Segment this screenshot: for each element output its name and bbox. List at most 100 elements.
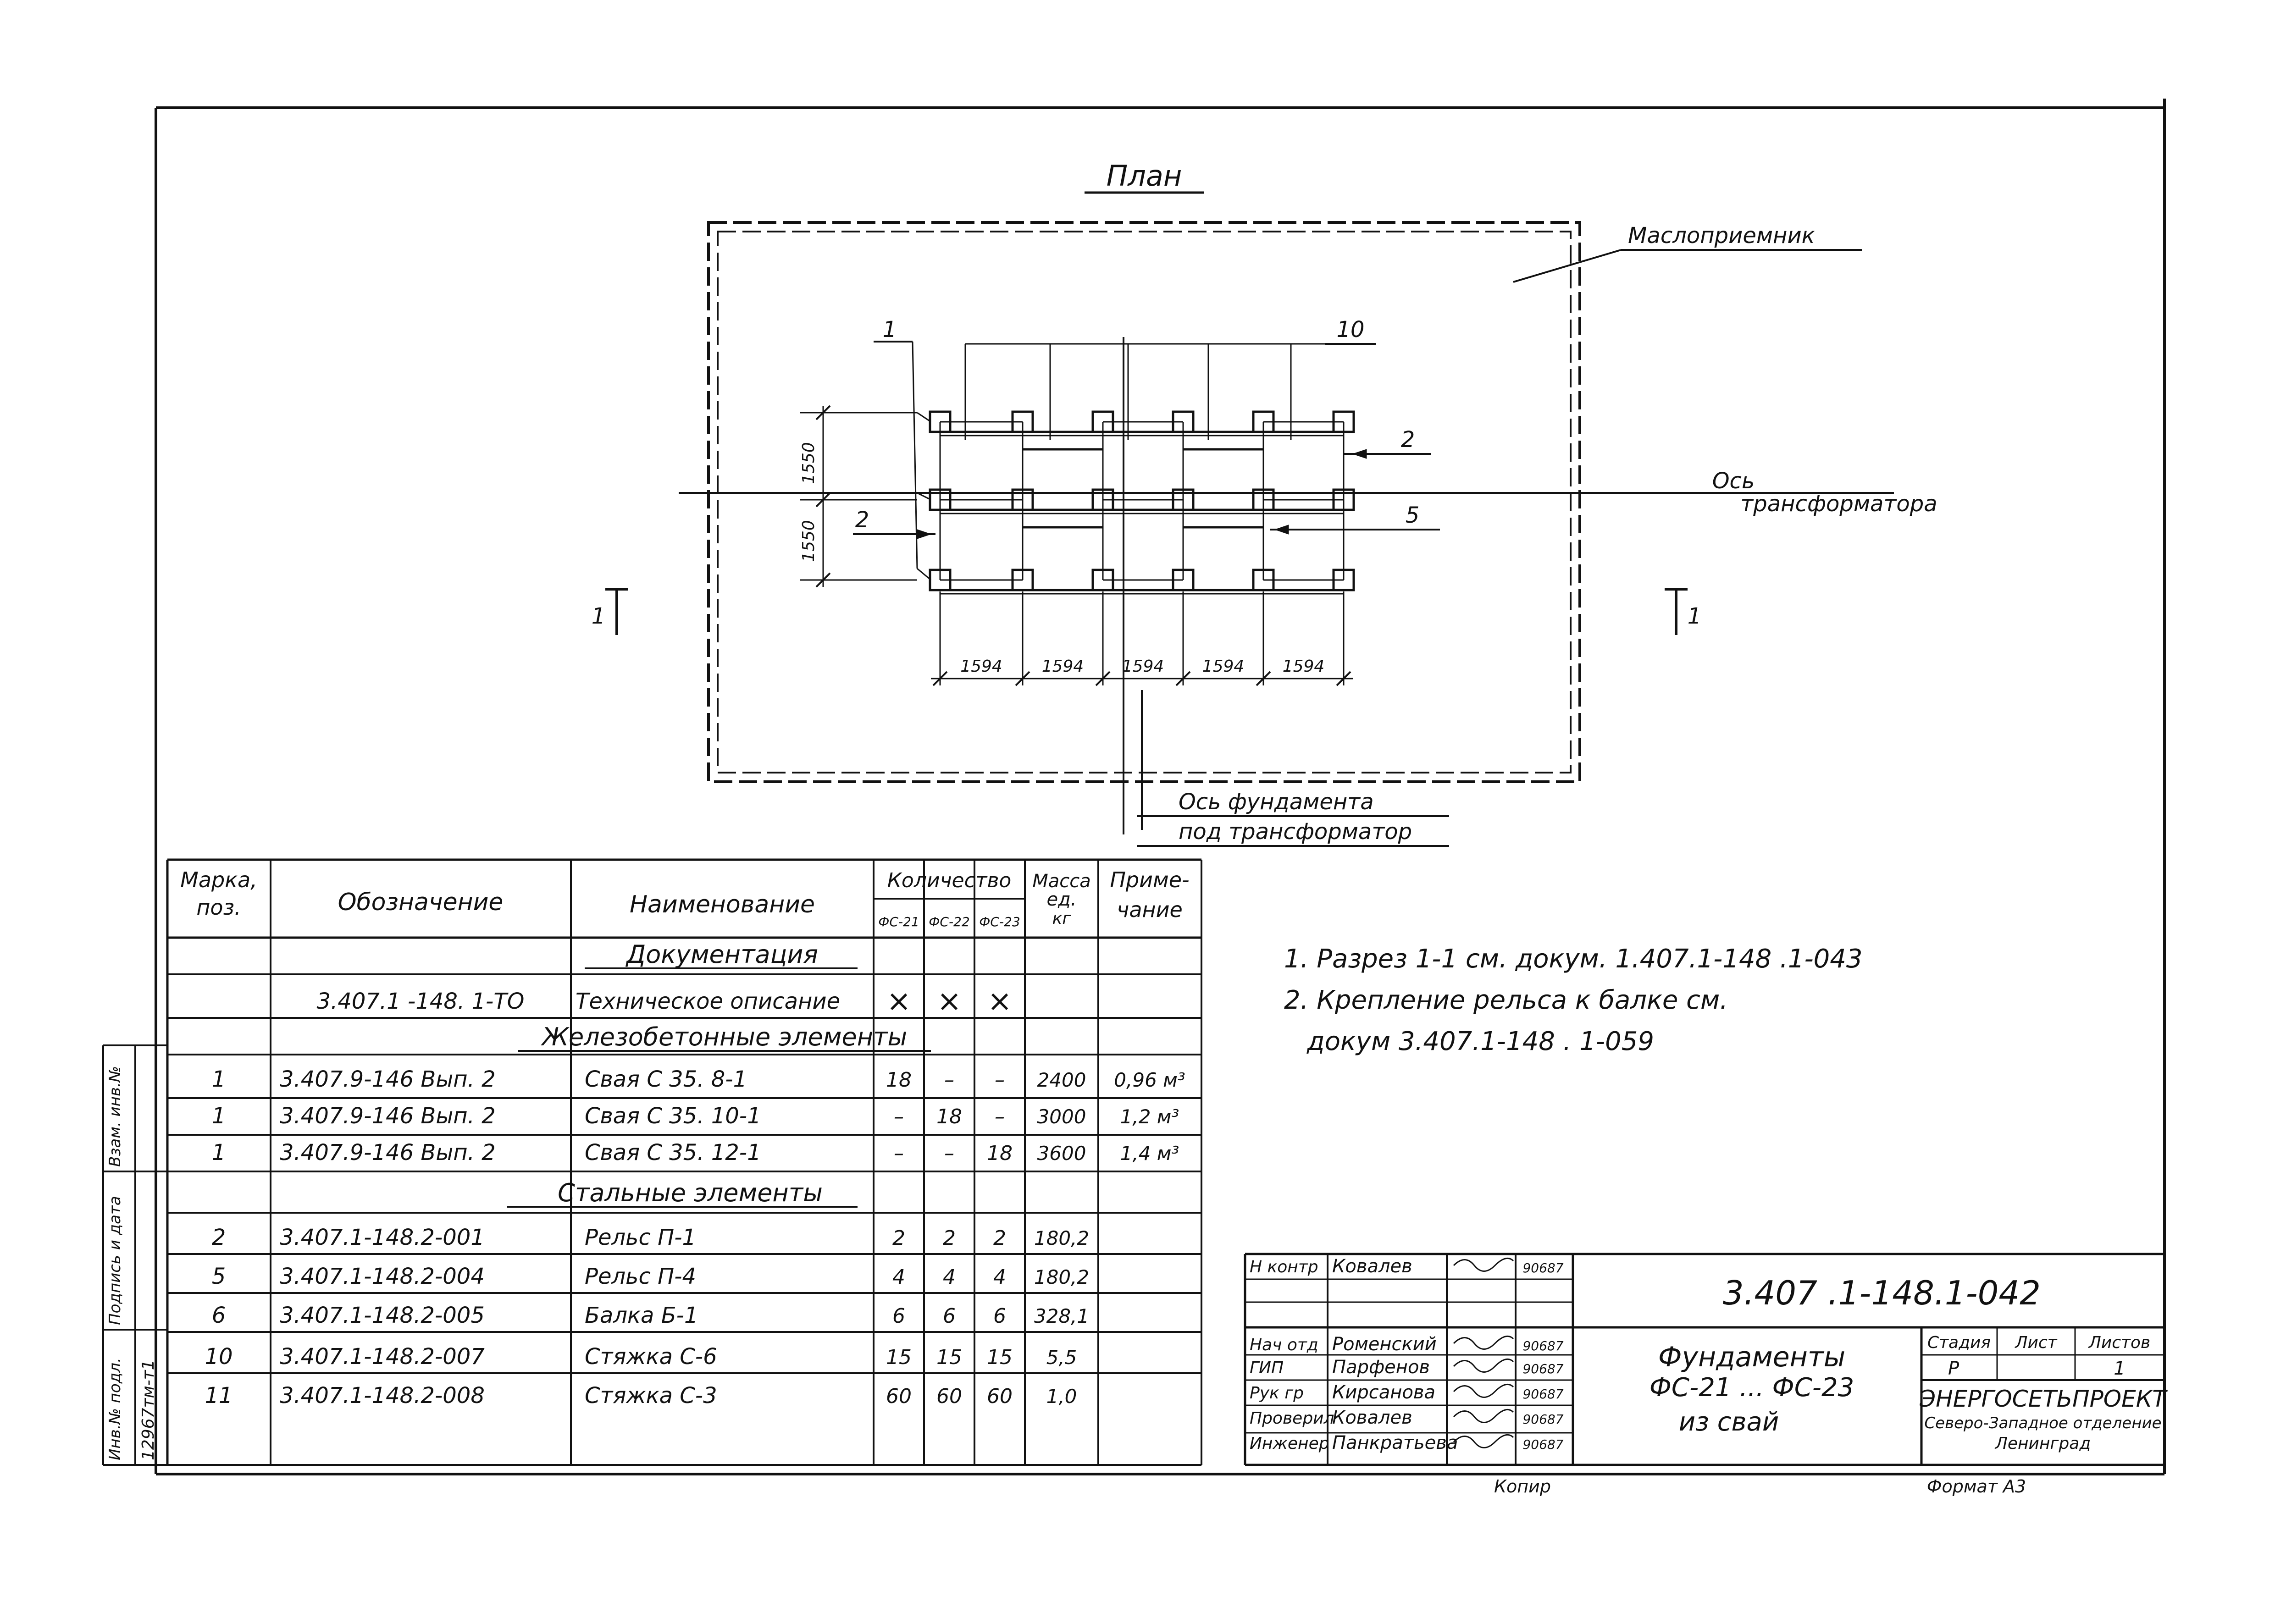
- tb-role: Рук гр: [1250, 1384, 1304, 1403]
- section-mark-left: 1: [592, 603, 606, 629]
- dim-horizontal-5: 1594: [1283, 657, 1325, 676]
- hdr-qty-sub-1: ФС-22: [929, 914, 969, 929]
- note-1: 1. Разрез 1-1 см. докум. 1.407.1-148 .1-…: [1284, 944, 1863, 974]
- section-documentation: Документация: [625, 940, 818, 969]
- oil-tank-label: Маслоприемник: [1628, 223, 1815, 249]
- row-mass: 180,2: [1034, 1227, 1089, 1249]
- dim-tick-v-2: [815, 572, 831, 588]
- callout-2-left: 2: [855, 507, 869, 533]
- row-qty-2: 18: [987, 1142, 1013, 1165]
- row-designation: 3.407.1-148.2-008: [280, 1383, 485, 1409]
- row-mass: 180,2: [1034, 1266, 1089, 1288]
- dim-horizontal-4: 1594: [1202, 657, 1245, 676]
- callout-1: 1: [883, 317, 897, 342]
- row-mark: 6: [212, 1303, 226, 1328]
- callout-1-leader: [912, 341, 918, 569]
- tb-date: 90687: [1522, 1260, 1563, 1276]
- hdr-note-2: чание: [1117, 897, 1183, 922]
- hdr-mass-2: ед.: [1047, 889, 1077, 910]
- callout-5: 5: [1406, 503, 1420, 528]
- tb-title-3: из свай: [1679, 1407, 1779, 1437]
- row-qty-1: 15: [936, 1346, 962, 1369]
- signature: [1453, 1335, 1514, 1350]
- section-steel-elements: Стальные элементы: [558, 1178, 823, 1207]
- row-qty-1: 2: [943, 1226, 956, 1250]
- dim-horizontal-2: 1594: [1042, 657, 1084, 676]
- dim-tick-h-4: [1256, 671, 1271, 686]
- callout-2-right: 2: [1401, 427, 1415, 453]
- row-name: Балка Б-1: [585, 1303, 698, 1328]
- row-designation: 3.407.9-146 Вып. 2: [280, 1103, 496, 1129]
- foundation-axis-label-1: Ось фундамента: [1179, 789, 1374, 815]
- row-name: Свая С 35. 10-1: [585, 1103, 761, 1129]
- row-qty-2: 15: [987, 1346, 1013, 1369]
- side-stamp-label-2: Подпись и дата: [106, 1196, 124, 1325]
- row-qty-2: 6: [993, 1304, 1006, 1328]
- row-note: 1,4 м³: [1120, 1142, 1179, 1165]
- row-qty-1: 18: [936, 1105, 962, 1128]
- tb-stage-header-0: Стадия: [1927, 1333, 1991, 1352]
- tb-date: 90687: [1522, 1412, 1563, 1427]
- callout-2-right-arrow: [1352, 449, 1367, 459]
- callout-1-branch-c: [917, 568, 931, 581]
- hdr-mark-2: поз.: [196, 895, 241, 920]
- oil-tank-outline-outer: [707, 221, 1581, 783]
- doc-designation: 3.407.1 -148. 1-ТО: [317, 989, 525, 1014]
- tb-org-1: ЭНЕРГОСЕТЬПРОЕКТ: [1919, 1386, 2168, 1412]
- row-note: 1,2 м³: [1120, 1105, 1179, 1128]
- row-name: Рельс П-1: [585, 1225, 696, 1250]
- tb-role: Инженер: [1250, 1434, 1329, 1453]
- tb-person: Парфенов: [1332, 1357, 1430, 1378]
- dim-tick-h-1: [1015, 671, 1030, 686]
- tb-date: 90687: [1522, 1361, 1563, 1376]
- dim-tick-v-1: [815, 492, 831, 508]
- row-qty-2: –: [995, 1068, 1005, 1092]
- hdr-designation: Обозначение: [338, 889, 504, 916]
- tb-org-3: Ленинград: [1994, 1434, 2091, 1453]
- tb-person: Ковалев: [1332, 1256, 1412, 1277]
- row-qty-0: 2: [892, 1226, 905, 1250]
- row-qty-1: 6: [943, 1304, 956, 1328]
- row-name: Свая С 35. 8-1: [585, 1066, 747, 1092]
- tb-role: Нач отд: [1250, 1336, 1318, 1354]
- row-name: Стяжка С-6: [585, 1344, 717, 1370]
- row-designation: 3.407.1-148.2-004: [280, 1264, 485, 1289]
- oil-tank-outline-inner: [717, 231, 1572, 773]
- row-mark: 5: [212, 1264, 226, 1289]
- row-mark: 11: [205, 1383, 232, 1409]
- section-rc-elements: Железобетонные элементы: [541, 1022, 907, 1051]
- signature: [1453, 1257, 1514, 1272]
- side-stamp-label-1: Инв.№ подл.: [106, 1358, 124, 1460]
- tb-person: Роменский: [1332, 1334, 1437, 1355]
- tb-date: 90687: [1522, 1437, 1563, 1452]
- row-qty-1: 60: [936, 1385, 962, 1408]
- row-designation: 3.407.1-148.2-007: [280, 1344, 485, 1370]
- row-qty-0: 6: [892, 1304, 905, 1328]
- dim-tick-v-0: [815, 405, 831, 420]
- transformer-axis-label-1: Ось: [1712, 468, 1755, 494]
- row-qty-1: –: [944, 1068, 954, 1092]
- dim-horizontal-1: 1594: [960, 657, 1002, 676]
- plan-title: План: [1107, 159, 1182, 193]
- row-mass: 1,0: [1046, 1385, 1077, 1408]
- callout-1-branch-a: [917, 412, 931, 423]
- dim-tick-h-5: [1336, 671, 1351, 686]
- hdr-qty: Количество: [887, 869, 1012, 892]
- row-qty-0: –: [894, 1105, 904, 1128]
- hdr-name: Наименование: [630, 891, 815, 918]
- row-mark: 1: [212, 1140, 226, 1166]
- callout-10: 10: [1336, 317, 1364, 342]
- row-mass: 328,1: [1034, 1305, 1089, 1327]
- note-2-cont: докум 3.407.1-148 . 1-059: [1306, 1027, 1654, 1056]
- row-qty-0: 4: [892, 1265, 905, 1289]
- row-qty-1: 4: [943, 1265, 956, 1289]
- callout-1-branch-b: [917, 492, 931, 501]
- side-stamp-number: 12967тм-т1: [139, 1359, 158, 1460]
- row-mark: 10: [205, 1344, 232, 1370]
- row-note: 0,96 м³: [1114, 1069, 1185, 1091]
- callout-2-left-arrow: [917, 529, 932, 539]
- doc-name: Техническое описание: [576, 989, 840, 1014]
- row-designation: 3.407.9-146 Вып. 2: [280, 1066, 496, 1092]
- row-name: Свая С 35. 12-1: [585, 1140, 761, 1166]
- tb-title-2: ФС-21 ... ФС-23: [1649, 1373, 1854, 1403]
